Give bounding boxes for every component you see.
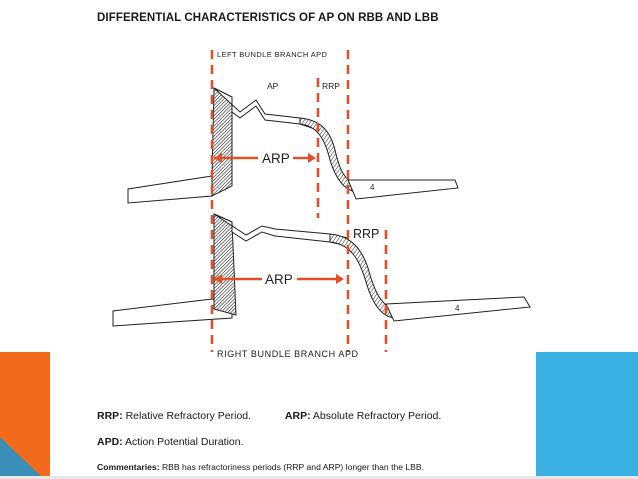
commentary-text: RBB has refractoriness periods (RRP and … — [161, 462, 425, 472]
arp-definition: Absolute Refractory Period. — [312, 410, 442, 422]
rbb-action-potential: 4 — [112, 213, 531, 327]
decor-blue-block — [536, 352, 638, 479]
arp-abbr: ARP: — [284, 410, 311, 422]
lbb-baseline-left — [127, 175, 213, 204]
apd-definition: Action Potential Duration. — [125, 436, 244, 448]
lbb-phase-4-label: 4 — [370, 183, 375, 192]
lbb-action-potential: 4 — [127, 87, 459, 204]
lbb-plateau — [213, 87, 319, 131]
decor-blue-triangle — [0, 437, 44, 479]
rbb-baseline-right — [385, 296, 531, 322]
lbb-arp-arrow — [214, 153, 316, 163]
legend-row-2: APD: Action Potential Duration. — [97, 436, 244, 448]
rrp-definition: Relative Refractory Period. — [125, 410, 252, 422]
commentary-abbr: Commentaries: — [97, 462, 160, 472]
legend-row-1: RRP: Relative Refractory Period. ARP: Ab… — [97, 410, 441, 422]
rbb-rrp-label: RRP — [353, 227, 379, 241]
slide-title: DIFFERENTIAL CHARACTERISTICS OF AP ON RB… — [97, 12, 439, 24]
ap-label: AP — [267, 81, 279, 91]
bottom-rule — [0, 476, 638, 479]
lbb-apd-label: LEFT BUNDLE BRANCH APD — [217, 50, 328, 59]
rbb-apd-label: RIGHT BUNDLE BRANCH APD — [217, 349, 359, 359]
lbb-arp-label: ARP — [262, 151, 290, 166]
rbb-phase-4-label: 4 — [455, 304, 460, 313]
rbb-repolarization — [329, 233, 395, 319]
rbb-plateau — [213, 213, 349, 247]
rbb-arp-label: ARP — [265, 272, 293, 287]
rbb-arp-arrow — [214, 274, 344, 284]
decor-orange-block — [0, 352, 50, 479]
lbb-baseline-right — [347, 179, 459, 200]
lbb-upstroke — [211, 87, 233, 197]
apd-abbr: APD: — [97, 436, 123, 448]
dashed-markers — [210, 50, 388, 352]
rrp-abbr: RRP: — [97, 410, 123, 422]
action-potential-diagram: 4 4 ARP ARP LEFT BUNDLE BRANCH APD AP RR… — [112, 50, 531, 359]
lbb-rrp-label: RRP — [322, 81, 340, 91]
commentary: Commentaries: RBB has refractoriness per… — [97, 462, 424, 472]
